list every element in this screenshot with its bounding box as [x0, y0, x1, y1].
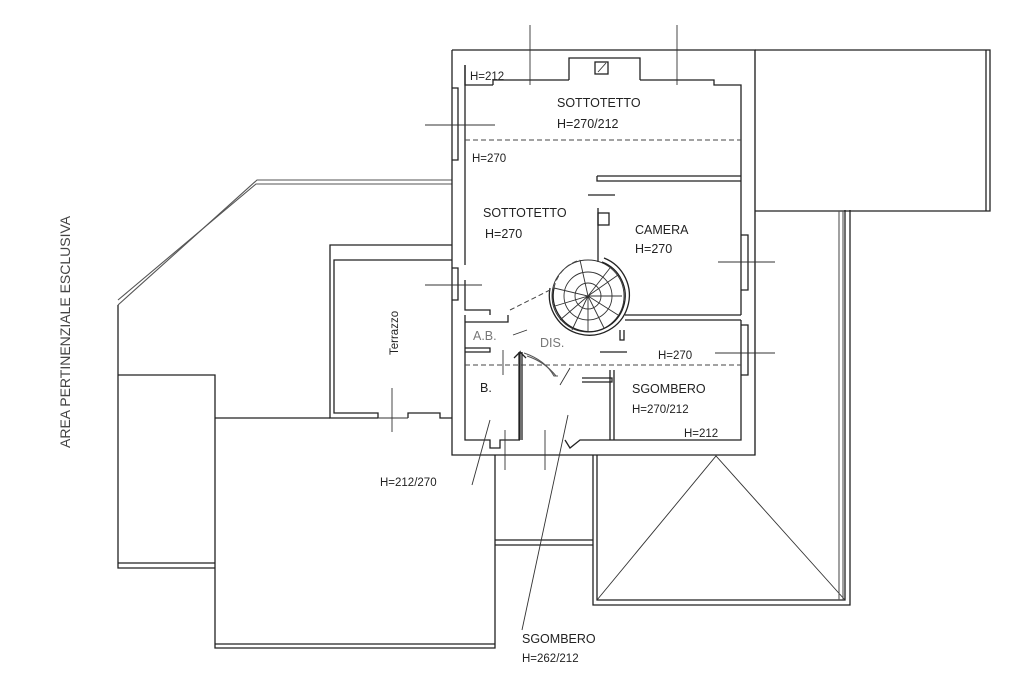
right-block [754, 49, 991, 600]
room-b-label: B. [480, 381, 492, 395]
lower-block [214, 417, 496, 649]
room-sottotetto-height: H=270 [485, 227, 522, 241]
room-dis-label: DIS. [540, 336, 564, 350]
building-outline [451, 49, 756, 456]
side-label: AREA PERTINENZIALE ESCLUSIVA [57, 215, 73, 448]
height-top-left: H=212 [470, 71, 504, 83]
partitions [465, 175, 741, 440]
room-camera-height: H=270 [635, 242, 672, 256]
height-corridor-270: H=270 [658, 350, 692, 362]
room-sgombero-lower-name: SGOMBERO [522, 632, 596, 646]
opening-marks [425, 25, 775, 470]
spiral-staircase [509, 257, 630, 341]
leader-lines [471, 414, 569, 631]
terrace-label: Terrazzo [389, 311, 401, 355]
room-camera-name: CAMERA [635, 223, 689, 237]
roof-outline-left [117, 179, 452, 375]
height-sgombero-212: H=212 [684, 428, 718, 440]
room-sottotetto-upper-name: SOTTOTETTO [557, 96, 641, 110]
roof-triangle [596, 455, 846, 601]
middle-strip [495, 210, 851, 606]
room-sgombero-height: H=270/212 [632, 404, 689, 416]
left-block [117, 374, 216, 569]
height-bath-outside: H=212/270 [380, 477, 437, 489]
stair-arrow [513, 350, 558, 440]
room-sgombero-lower-height: H=262/212 [522, 653, 579, 665]
room-ab-label: A.B. [473, 329, 497, 343]
room-sottotetto-upper-height: H=270/212 [557, 117, 619, 131]
terrace: Terrazzo [329, 244, 452, 432]
height-upper-270: H=270 [472, 153, 506, 165]
room-sottotetto-name: SOTTOTETTO [483, 206, 567, 220]
room-sgombero-name: SGOMBERO [632, 382, 706, 396]
